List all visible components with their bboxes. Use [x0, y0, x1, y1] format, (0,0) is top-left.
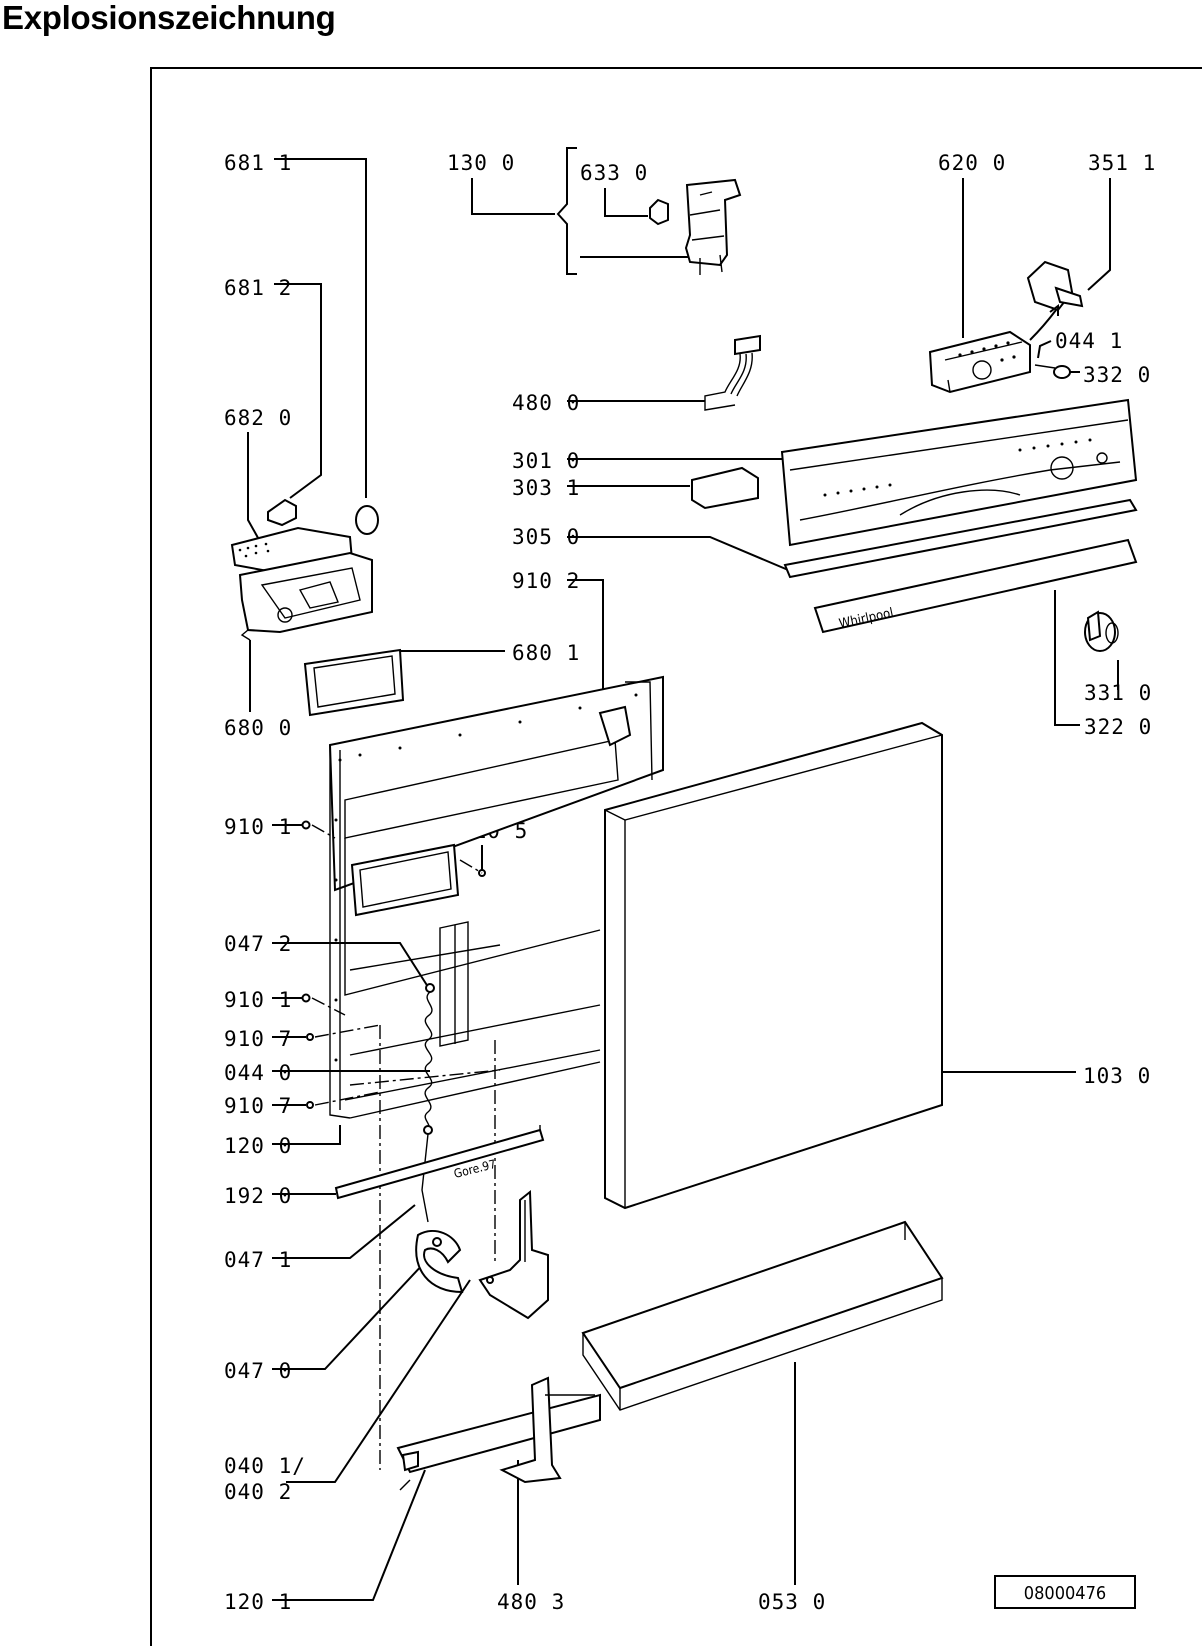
spring-part [421, 983, 435, 1223]
label-633-0: 633 0 [580, 161, 648, 185]
toe-kick-part [581, 1220, 944, 1411]
drawing-frame [150, 67, 1202, 1646]
assembly-axis-line-3 [349, 1069, 501, 1086]
label-480-3: 480 3 [497, 1590, 565, 1614]
hinge-part [415, 1230, 464, 1294]
label-351-1: 351 1 [1088, 151, 1156, 175]
inner-door-part [301, 675, 664, 1119]
label-120-0: 120 0 [224, 1134, 292, 1158]
label-682-0: 682 0 [224, 406, 292, 430]
label-910-1-upper: 910 1 [224, 815, 292, 839]
drawing-number: 08000476 [1024, 1583, 1106, 1604]
bracket-part [478, 1189, 549, 1320]
label-044-0: 044 0 [224, 1061, 292, 1085]
label-192-0: 192 0 [224, 1184, 292, 1208]
label-680-1: 680 1 [512, 641, 580, 665]
cable-part [704, 334, 761, 411]
button-part [1084, 610, 1119, 652]
label-301-0: 301 0 [512, 449, 580, 473]
label-322-0: 322 0 [1084, 715, 1152, 739]
rail-part: Gore.97 [334, 1125, 545, 1200]
label-040-1: 040 1/ [224, 1454, 306, 1478]
label-047-0: 047 0 [224, 1359, 292, 1383]
round-seal-part [355, 505, 379, 535]
trim-bar-part [783, 498, 1138, 579]
label-910-1-lower: 910 1 [224, 988, 292, 1012]
label-130-0: 130 0 [447, 151, 515, 175]
label-044-1: 044 1 [1055, 329, 1123, 353]
clip-part [267, 498, 297, 527]
label-910-7-upper: 910 7 [224, 1027, 292, 1051]
lock-part [649, 178, 742, 275]
leader-lines [247, 147, 1119, 1601]
outer-door-part [604, 721, 943, 1210]
knob-part [1026, 260, 1084, 341]
label-120-1: 120 1 [224, 1590, 292, 1614]
label-480-0: 480 0 [512, 391, 580, 415]
label-047-1: 047 1 [224, 1248, 292, 1272]
gasket-part [303, 648, 405, 717]
label-303-1: 303 1 [512, 476, 580, 500]
control-module-part [928, 330, 1031, 394]
label-681-2: 681 2 [224, 276, 292, 300]
label-620-0: 620 0 [938, 151, 1006, 175]
part-labels: 681 1 681 2 682 0 680 0 680 1 130 0 633 … [224, 151, 1156, 1614]
dispenser-part [230, 526, 373, 641]
handle-part [691, 466, 759, 510]
control-panel-part [780, 398, 1138, 547]
label-681-1: 681 1 [224, 151, 292, 175]
drawing-number-box: 08000476 [994, 1575, 1136, 1609]
bottom-plate-part [396, 1393, 601, 1491]
label-103-0: 103 0 [1083, 1064, 1151, 1088]
page-title: Explosionszeichnung [2, 0, 336, 36]
label-053-0: 053 0 [758, 1590, 826, 1614]
spring-pin-part [1034, 364, 1071, 379]
label-332-0: 332 0 [1083, 363, 1151, 387]
support-part [499, 1376, 595, 1484]
label-040-2: 040 2 [224, 1480, 292, 1504]
label-680-0: 680 0 [224, 716, 292, 740]
